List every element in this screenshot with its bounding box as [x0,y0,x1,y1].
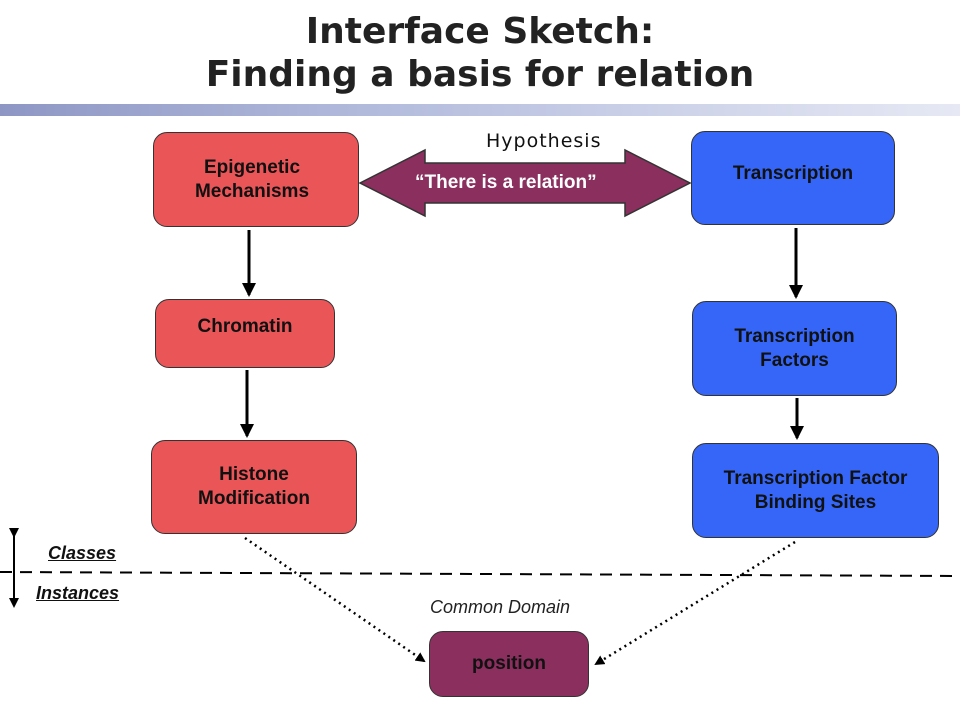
title-divider [0,104,960,116]
instances-label: Instances [36,583,120,603]
relation-label: “There is a relation” [415,172,597,193]
node-binding-sites-label: Transcription Factor Binding Sites [723,467,908,513]
node-binding-sites: Transcription Factor Binding Sites [692,443,939,538]
node-transcription: Transcription [691,131,895,225]
hypothesis-label: Hypothesis [486,130,602,152]
node-position: position [429,631,589,697]
node-position-label: position [472,653,546,674]
node-epigenetic-mechanisms: Epigenetic Mechanisms [153,132,359,227]
node-histone-modification: Histone Modification [151,440,357,534]
node-transcription-factors: Transcription Factors [692,301,897,396]
node-transcription-label: Transcription [732,163,854,184]
node-transcription-factors-label: Transcription Factors [734,325,855,371]
dotted-arrow-histone-to-position [244,536,426,663]
title-line-2: Finding a basis for relation [205,54,755,95]
node-histone-modification-label: Histone Modification [198,464,310,509]
classes-label: Classes [48,543,117,563]
node-epigenetic-mechanisms-label: Epigenetic Mechanisms [194,156,310,202]
classes-instances-divider [0,571,960,577]
title-line-1: Interface Sketch: [305,11,655,52]
common-domain-label: Common Domain [430,597,571,617]
node-chromatin: Chromatin [155,299,335,368]
relation-double-arrow [358,148,692,218]
dotted-arrow-binding-to-position [594,540,796,666]
node-chromatin-label: Chromatin [197,315,293,337]
slide-title: Interface Sketch: Finding a basis for re… [0,10,960,96]
